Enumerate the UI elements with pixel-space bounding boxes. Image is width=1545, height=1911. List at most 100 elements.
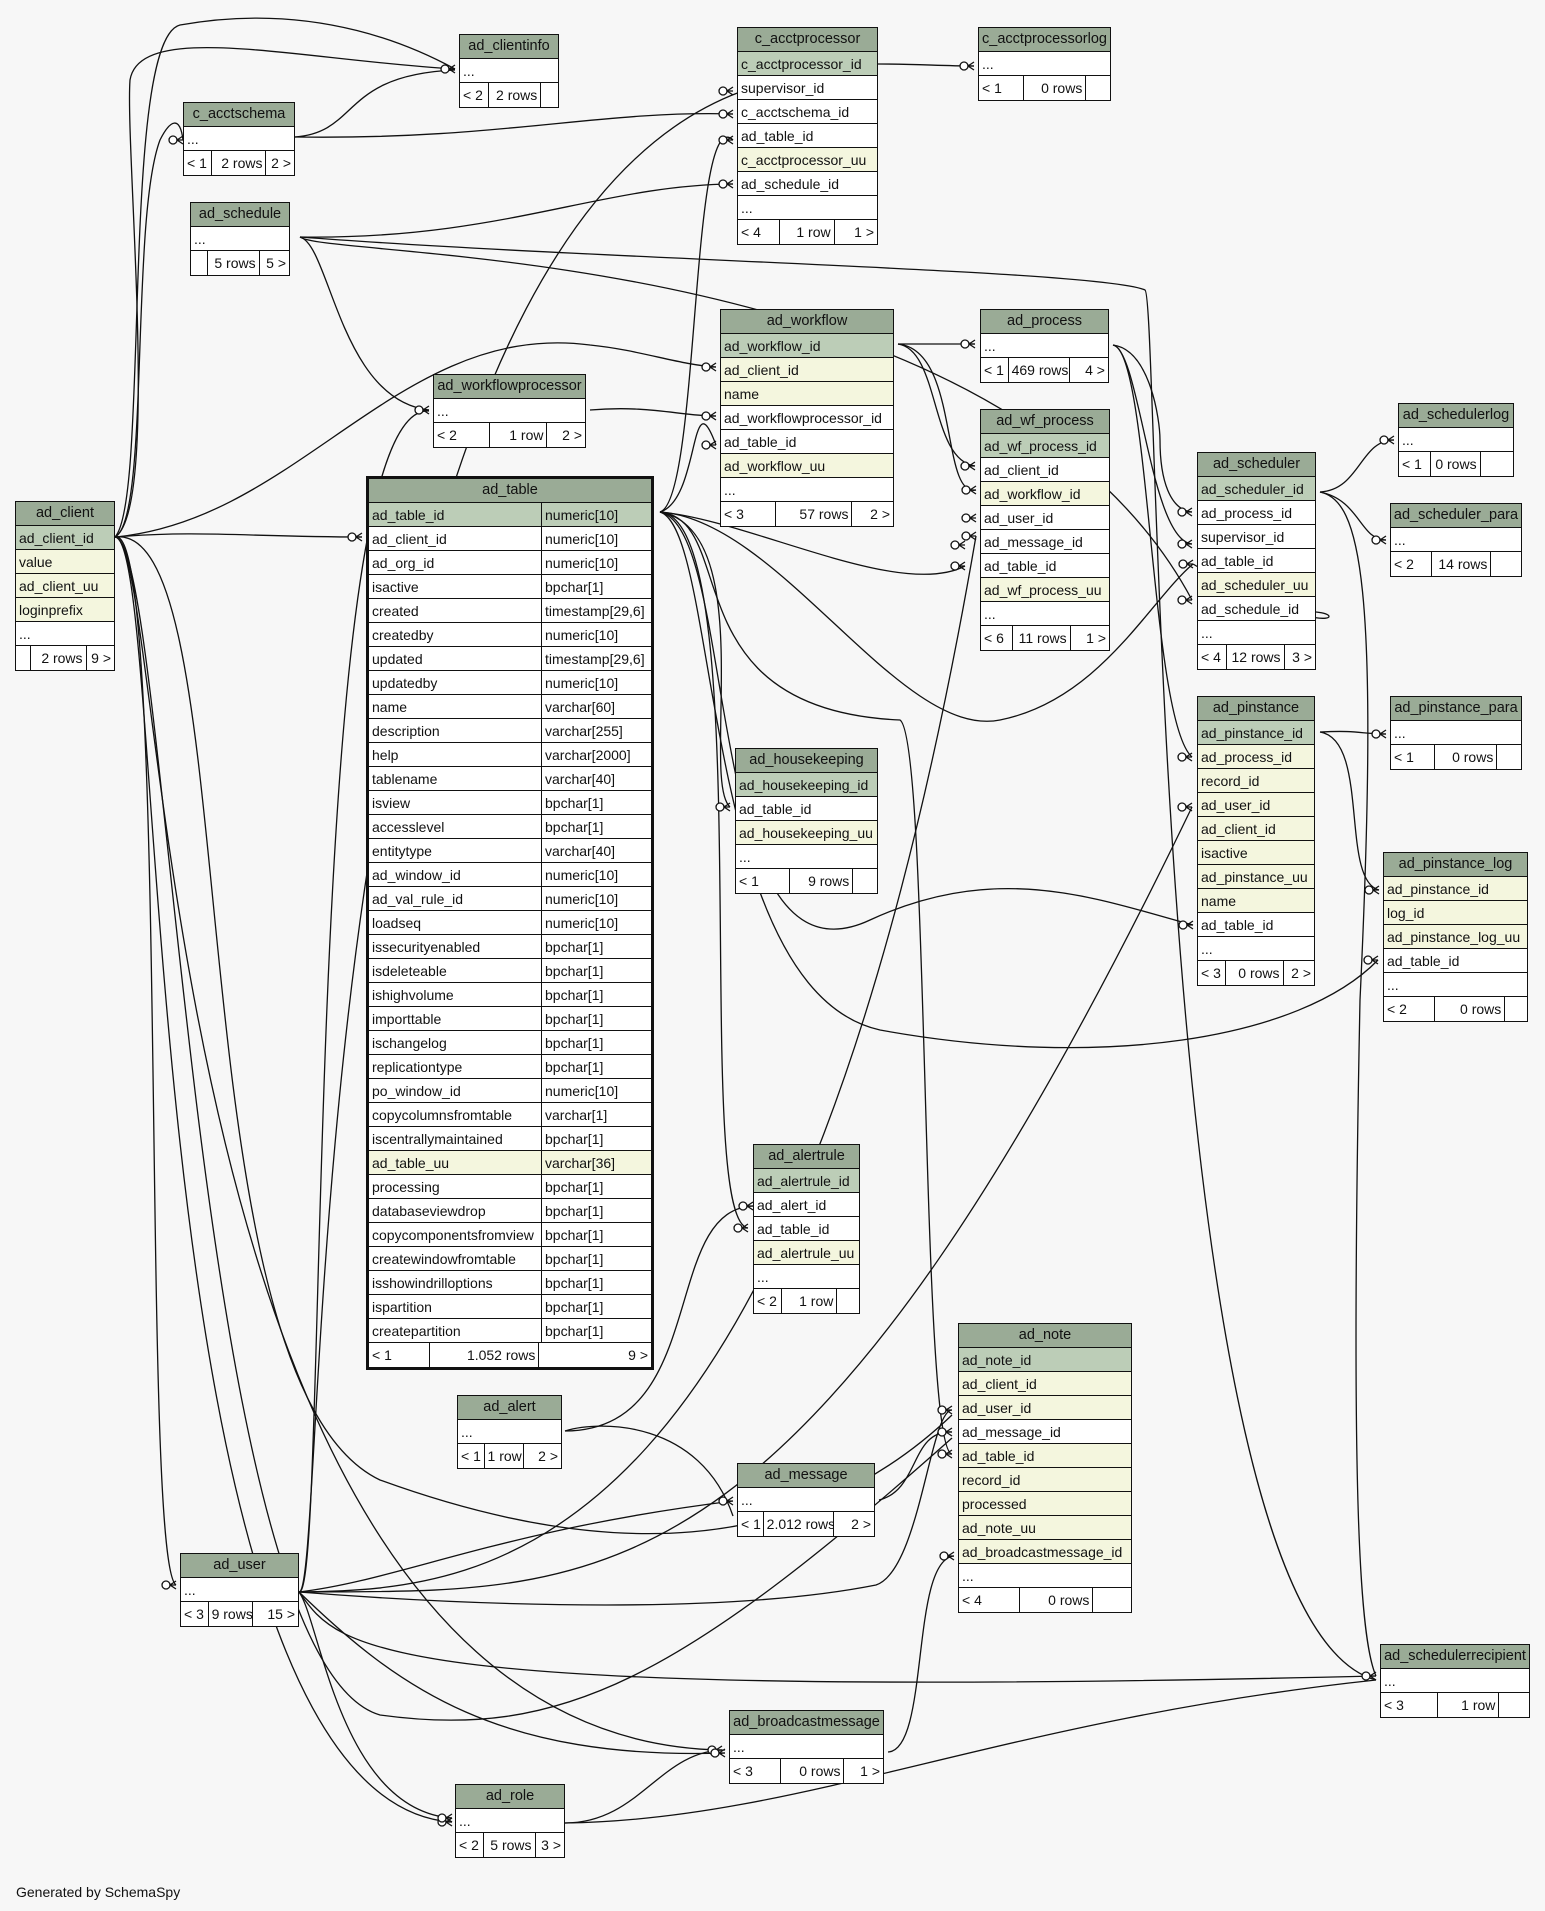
children-count[interactable]: 2 >: [562, 427, 582, 443]
column-row[interactable]: ad_broadcastmessage_id: [959, 1540, 1131, 1564]
column-row[interactable]: ad_table_id: [1198, 549, 1315, 573]
column-row[interactable]: ...: [1198, 621, 1315, 645]
column-row[interactable]: ...: [1399, 428, 1513, 452]
column-row[interactable]: ad_table_id: [754, 1217, 859, 1241]
column-row[interactable]: ad_pinstance_id: [1384, 877, 1527, 901]
column-row[interactable]: log_id: [1384, 901, 1527, 925]
column-row[interactable]: ...: [191, 227, 289, 251]
column-row[interactable]: ad_scheduler_id: [1198, 477, 1315, 501]
column-row[interactable]: name: [721, 382, 893, 406]
column-row[interactable]: ...: [979, 52, 1110, 76]
column-row[interactable]: ad_table_id: [1198, 913, 1314, 937]
column-row[interactable]: ...: [1198, 937, 1314, 961]
children-count[interactable]: 2 >: [1291, 965, 1311, 981]
children-count[interactable]: 2 >: [851, 1516, 871, 1532]
column-row[interactable]: ad_alertrule_id: [754, 1169, 859, 1193]
column-row[interactable]: ...: [1381, 1669, 1529, 1693]
column-row[interactable]: ad_alert_id: [754, 1193, 859, 1217]
children-count[interactable]: 5 >: [266, 255, 286, 271]
column-row[interactable]: ad_table_id: [959, 1444, 1131, 1468]
column-row[interactable]: ad_client_id: [959, 1372, 1131, 1396]
parents-count[interactable]: < 4: [959, 1588, 1021, 1612]
children-count[interactable]: [853, 869, 877, 893]
parents-count[interactable]: < 2: [460, 83, 490, 107]
children-count[interactable]: [1499, 1693, 1529, 1717]
children-count[interactable]: 2 >: [538, 1448, 558, 1464]
parents-count[interactable]: < 2: [456, 1833, 484, 1857]
column-row[interactable]: ad_workflowprocessor_id: [721, 406, 893, 430]
children-count[interactable]: 2 >: [271, 155, 291, 171]
parents-count[interactable]: < 3: [730, 1759, 782, 1783]
children-count[interactable]: 9 >: [91, 650, 111, 666]
column-row[interactable]: record_id: [1198, 769, 1314, 793]
column-row[interactable]: ad_table_id: [721, 430, 893, 454]
column-row[interactable]: c_acctprocessor_id: [738, 52, 877, 76]
parents-count[interactable]: < 1: [736, 869, 791, 893]
column-row[interactable]: ad_housekeeping_uu: [736, 821, 877, 845]
column-row[interactable]: ad_table_id: [736, 797, 877, 821]
children-count[interactable]: [1093, 1588, 1131, 1612]
children-count[interactable]: 1 >: [854, 224, 874, 240]
column-row[interactable]: ...: [181, 1578, 298, 1602]
column-row[interactable]: ad_client_id: [721, 358, 893, 382]
column-row[interactable]: ad_alertrule_uu: [754, 1241, 859, 1265]
column-row[interactable]: ad_process_id: [1198, 501, 1315, 525]
column-row[interactable]: ...: [721, 478, 893, 502]
children-count[interactable]: [837, 1289, 859, 1313]
column-row[interactable]: ad_client_id: [1198, 817, 1314, 841]
column-row[interactable]: ad_table_id: [738, 124, 877, 148]
column-row[interactable]: ...: [1384, 973, 1527, 997]
column-row[interactable]: ad_workflow_uu: [721, 454, 893, 478]
column-row[interactable]: ad_workflow_id: [721, 334, 893, 358]
column-row[interactable]: ...: [981, 334, 1108, 358]
column-row[interactable]: supervisor_id: [738, 76, 877, 100]
column-row[interactable]: ad_table_id: [981, 554, 1109, 578]
column-row[interactable]: ...: [959, 1564, 1131, 1588]
parents-count[interactable]: < 3: [1198, 961, 1226, 985]
column-row[interactable]: ...: [736, 845, 877, 869]
column-row[interactable]: ...: [460, 59, 558, 83]
column-row[interactable]: ...: [16, 622, 114, 646]
parents-count[interactable]: < 3: [181, 1602, 209, 1626]
children-count[interactable]: [1481, 452, 1513, 476]
column-row[interactable]: ad_schedule_id: [738, 172, 877, 196]
parents-count[interactable]: < 3: [721, 502, 777, 526]
